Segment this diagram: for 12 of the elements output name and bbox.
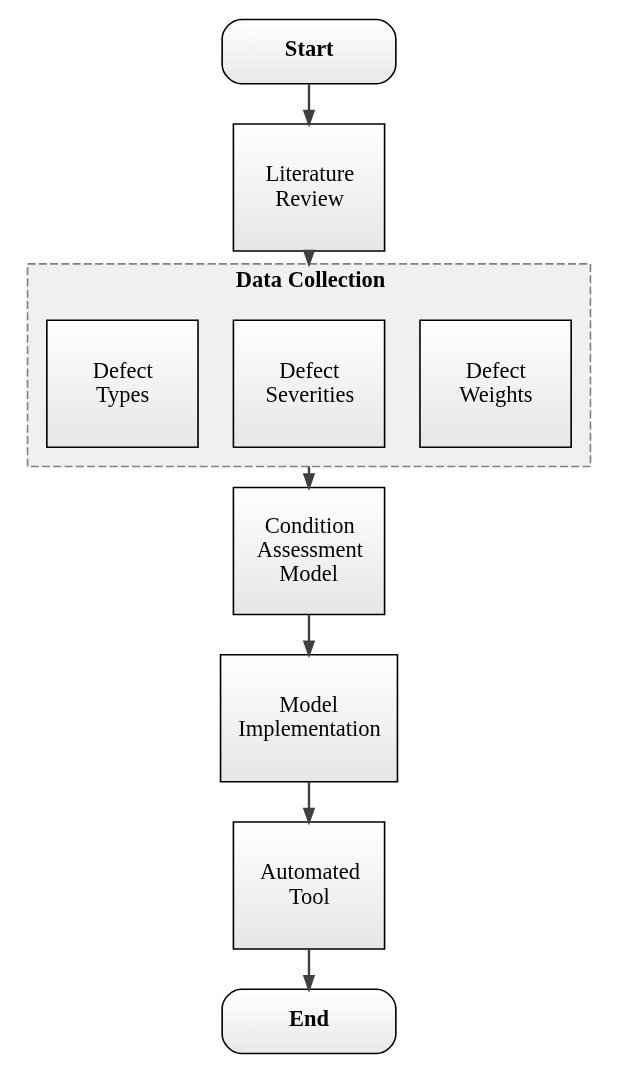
node-box: Condition Assessment Model bbox=[232, 486, 386, 615]
node-box: Defect Severities bbox=[232, 318, 386, 448]
node-box: End bbox=[221, 987, 397, 1054]
node-box: Model Implementation bbox=[219, 653, 399, 783]
arrow bbox=[302, 949, 316, 993]
node-box: Defect Weights bbox=[419, 318, 572, 448]
node-box: Start bbox=[221, 18, 397, 85]
node-box: Defect Types bbox=[46, 318, 199, 448]
arrow bbox=[302, 781, 316, 825]
node-box: Automated Tool bbox=[232, 820, 386, 950]
arrow bbox=[302, 614, 316, 658]
arrow bbox=[302, 83, 316, 128]
